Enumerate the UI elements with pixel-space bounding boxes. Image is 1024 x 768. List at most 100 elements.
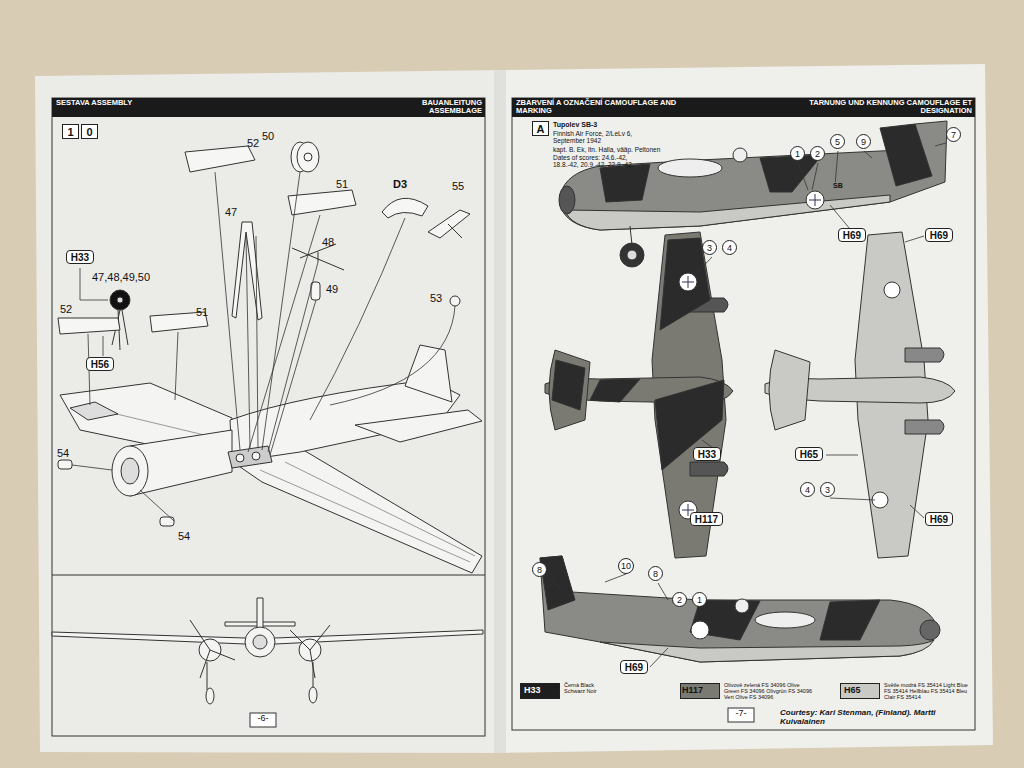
paint-code-box: H117: [690, 512, 723, 526]
part-label: H65: [844, 686, 861, 696]
pages-shape: [52, 575, 485, 576]
loose-parts-shape: [288, 190, 356, 215]
side-view-port-shape: [630, 226, 632, 245]
node-text: 10: [621, 561, 631, 571]
part-label: Courtesy: Kari Stenman, (Finland). Martt…: [780, 709, 950, 727]
part-label: 54: [57, 447, 69, 459]
pages-shape: [512, 98, 975, 730]
top-view: [545, 232, 733, 558]
wing-assembly-drawing-shape: [112, 446, 148, 496]
part-label: -6-: [254, 714, 272, 724]
wing-assembly-drawing-shape: [285, 462, 475, 556]
node-text: H69: [843, 230, 861, 241]
paint-code-box: H33: [66, 250, 94, 264]
header-text: SESTAVA ASSEMBLY: [56, 99, 136, 107]
leader-lines-shape: [246, 236, 258, 448]
wing-assembly-drawing-shape: [228, 446, 272, 468]
paint-code-box: H65: [795, 447, 823, 461]
node-text: 2: [815, 149, 820, 159]
top-view-shape: [682, 276, 694, 288]
node-text: H33: [698, 449, 716, 460]
pages-shape: [494, 70, 506, 753]
leader-lines-right-shape: [910, 505, 924, 518]
node-text: 8: [653, 569, 658, 579]
legend-text: Černá Black Schwarz Noir: [564, 682, 604, 694]
wing-assembly-drawing-shape: [260, 470, 470, 562]
loose-parts-shape: [428, 210, 470, 238]
loose-parts-shape: [117, 297, 123, 303]
node-text: H56: [91, 359, 109, 370]
side-view-port-shape: [733, 148, 747, 162]
legend-text: Olivově zelená FS 34096 Olive Green FS 3…: [724, 682, 814, 700]
leader-lines-shape: [262, 172, 300, 450]
leader-lines-shape: [88, 332, 178, 405]
paint-code-box: H69: [838, 228, 866, 242]
front-view-shape: [309, 687, 317, 703]
step-box: A: [532, 121, 549, 136]
part-label: 54: [178, 530, 190, 542]
node-text: 1: [67, 126, 73, 138]
front-view-shape: [206, 688, 214, 704]
wing-assembly-drawing-shape: [70, 402, 118, 420]
side-view-starboard-shape: [600, 640, 934, 662]
part-label: D3: [393, 178, 407, 190]
wing-assembly-drawing-shape: [230, 448, 482, 573]
callout-circle: 4: [800, 482, 815, 497]
node-text: 4: [727, 243, 732, 253]
wing-assembly-drawing-shape: [252, 452, 260, 460]
pages-shape: [52, 98, 485, 117]
leader-lines-right-shape: [826, 455, 858, 456]
wing-assembly-drawing-shape: [355, 410, 482, 442]
callout-circle: 3: [820, 482, 835, 497]
side-view-port-shape: [627, 250, 637, 260]
leader-lines-shape: [270, 300, 316, 455]
node-text: H69: [625, 662, 643, 673]
loose-parts-shape: [450, 296, 460, 306]
node-text: H69: [930, 514, 948, 525]
front-view-shape: [190, 620, 330, 678]
leader-lines-right-shape: [548, 578, 560, 588]
side-view-starboard-shape: [755, 612, 815, 628]
side-view-port-shape: [600, 124, 932, 202]
side-view-starboard-shape: [540, 556, 880, 640]
node-text: H65: [800, 449, 818, 460]
leader-lines-right-shape: [864, 151, 872, 158]
part-label: H117: [682, 686, 703, 696]
callout-circle: 9: [856, 134, 871, 149]
front-view-shape: [207, 662, 313, 690]
node-text: H69: [930, 230, 948, 241]
side-view-port-shape: [560, 121, 947, 230]
leader-lines-right-shape: [835, 151, 838, 185]
leader-lines-right-shape: [650, 648, 668, 667]
paint-code-box: H69: [925, 512, 953, 526]
header-text: ZBARVENÍ A OZNAČENÍ CAMOUFLAGE AND MARKI…: [516, 99, 706, 116]
callout-circle: 1: [790, 146, 805, 161]
leader-lines-right-shape: [830, 205, 850, 229]
part-label: SB: [832, 182, 844, 190]
loose-parts-shape: [185, 146, 255, 172]
loose-parts-shape: [110, 290, 130, 310]
part-label: 52: [247, 137, 259, 149]
node-text: 0: [86, 126, 92, 138]
callout-circle: 4: [722, 240, 737, 255]
part-label: kapt. B. Ek, ltn. Halla, vääp. Peltonen: [553, 146, 683, 153]
loose-parts-shape: [58, 318, 120, 334]
side-view-port-shape: [806, 191, 824, 209]
side-view-starboard-shape: [920, 620, 940, 640]
wing-assembly-drawing-shape: [405, 345, 452, 402]
leader-lines-right-shape: [694, 257, 712, 276]
pages-shape: [250, 713, 276, 727]
leader-lines-shape: [72, 465, 174, 521]
top-view-shape: [552, 238, 724, 470]
node-text: 3: [707, 243, 712, 253]
node-text: 2: [677, 595, 682, 605]
node-text: 8: [537, 565, 542, 575]
callout-circle: 10: [618, 558, 634, 574]
loose-parts-shape: [292, 244, 344, 270]
part-label: 53: [430, 292, 442, 304]
paint-code-box: H69: [925, 228, 953, 242]
pages-shape: [728, 708, 754, 722]
header-text: BAUANLEITUNG ASSEMBLAGE: [380, 99, 482, 116]
